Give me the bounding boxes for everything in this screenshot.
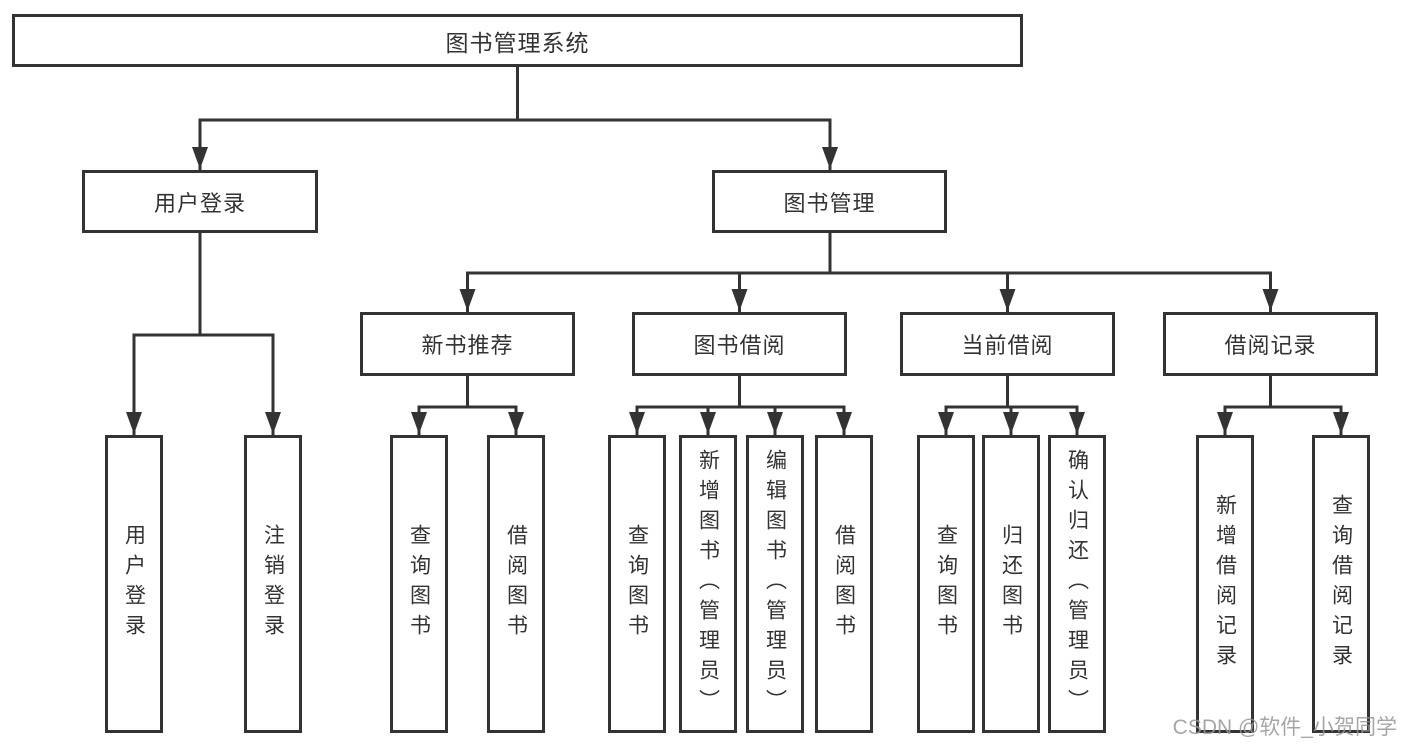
leaf-add-book-admin-label: 新增图书（管理员） <box>696 449 720 719</box>
leaf-add-borrow-record-label: 新增借阅记录 <box>1213 494 1237 674</box>
leaf-query-borrow-record-label: 查询借阅记录 <box>1329 494 1353 674</box>
leaf-borrow-books-recommend-label: 借阅图书 <box>504 524 528 644</box>
node-book-management: 图书管理 <box>712 170 947 233</box>
leaf-logout: 注销登录 <box>244 435 302 733</box>
leaf-query-books-borrow: 查询图书 <box>608 435 666 733</box>
leaf-borrow-books-recommend: 借阅图书 <box>487 435 545 733</box>
leaf-borrow-books-label: 借阅图书 <box>832 524 856 644</box>
node-current-borrow: 当前借阅 <box>900 312 1115 376</box>
node-library-management-system: 图书管理系统 <box>12 14 1023 67</box>
node-user-login: 用户登录 <box>82 170 318 233</box>
leaf-user-login: 用户登录 <box>105 435 163 733</box>
leaf-return-book-label: 归还图书 <box>999 524 1023 644</box>
leaf-query-borrow-record: 查询借阅记录 <box>1312 435 1370 733</box>
node-borrow-records: 借阅记录 <box>1163 312 1378 376</box>
leaf-return-book: 归还图书 <box>982 435 1040 733</box>
leaf-query-books-current-label: 查询图书 <box>934 524 958 644</box>
leaf-user-login-label: 用户登录 <box>122 524 146 644</box>
leaf-edit-book-admin-label: 编辑图书（管理员） <box>763 449 787 719</box>
leaf-borrow-books: 借阅图书 <box>815 435 873 733</box>
leaf-edit-book-admin: 编辑图书（管理员） <box>746 435 804 733</box>
csdn-watermark: CSDN @软件_小贺同学 <box>1172 716 1397 739</box>
leaf-add-book-admin: 新增图书（管理员） <box>679 435 737 733</box>
leaf-query-books-current: 查询图书 <box>917 435 975 733</box>
leaf-confirm-return-admin: 确认归还（管理员） <box>1048 435 1106 733</box>
leaf-logout-label: 注销登录 <box>261 524 285 644</box>
leaf-query-books-recommend-label: 查询图书 <box>407 524 431 644</box>
node-book-borrow: 图书借阅 <box>632 312 847 376</box>
leaf-confirm-return-admin-label: 确认归还（管理员） <box>1065 449 1089 719</box>
leaf-query-books-recommend: 查询图书 <box>390 435 448 733</box>
leaf-add-borrow-record: 新增借阅记录 <box>1196 435 1254 733</box>
node-new-book-recommend: 新书推荐 <box>360 312 575 376</box>
leaf-query-books-borrow-label: 查询图书 <box>625 524 649 644</box>
